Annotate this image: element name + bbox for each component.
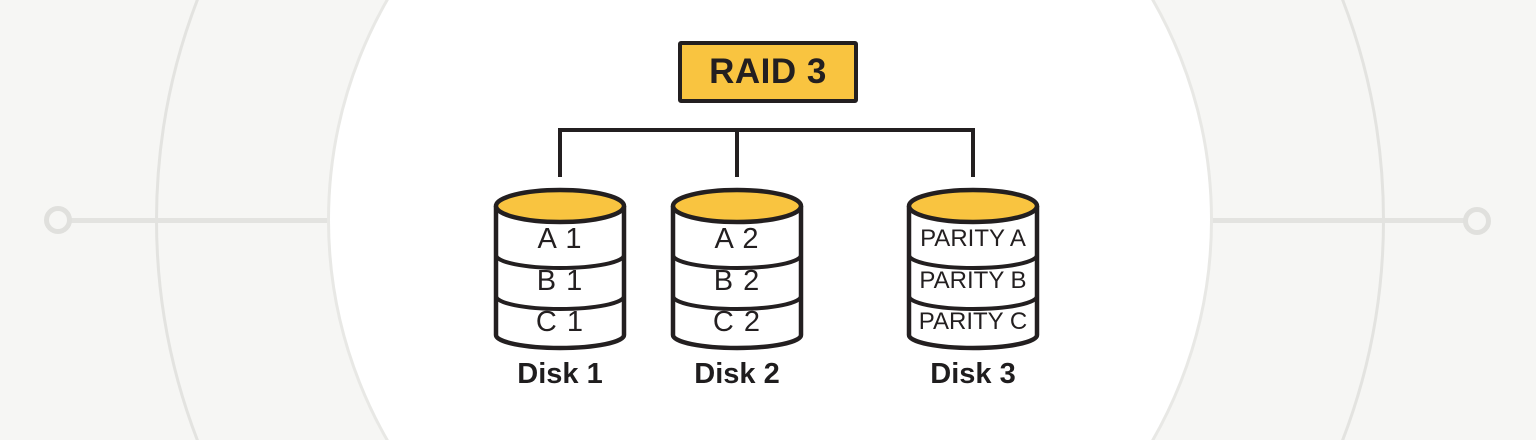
disk-1-segment-3: C 1 <box>535 306 585 338</box>
disk-2-segment-3: C 2 <box>712 306 762 338</box>
disk-1-segment-2: B 1 <box>536 265 584 297</box>
disk-3-segment-2: PARITY B <box>919 267 1027 294</box>
disk-1: A 1 B 1 C 1 Disk 1 <box>493 186 627 390</box>
disk-3: PARITY A PARITY B PARITY C Disk 3 <box>906 186 1040 390</box>
raid-level-box: RAID 3 <box>678 41 858 103</box>
disk-1-segment-1: A 1 <box>537 223 583 255</box>
disk-3-segment-3: PARITY C <box>918 308 1028 335</box>
disk-3-label: Disk 3 <box>930 358 1016 390</box>
disk-2-label: Disk 2 <box>694 358 780 390</box>
connector-horizontal <box>558 128 975 132</box>
disk-2-cylinder-icon <box>670 187 804 351</box>
disk-1-label: Disk 1 <box>517 358 603 390</box>
decor-outer-circle <box>155 0 1385 440</box>
connector-vertical-disk-2 <box>735 128 739 177</box>
decor-left-ring-icon <box>44 206 72 234</box>
connector-vertical-disk-3 <box>971 128 975 177</box>
disk-2: A 2 B 2 C 2 Disk 2 <box>670 186 804 390</box>
connector-vertical-disk-1 <box>558 128 562 177</box>
disk-1-cylinder-icon <box>493 187 627 351</box>
disk-2-segment-1: A 2 <box>714 223 760 255</box>
disk-2-segment-2: B 2 <box>713 265 761 297</box>
disk-3-segment-1: PARITY A <box>920 225 1026 252</box>
decor-right-ring-icon <box>1463 207 1491 235</box>
disk-3-cylinder-icon <box>906 187 1040 351</box>
